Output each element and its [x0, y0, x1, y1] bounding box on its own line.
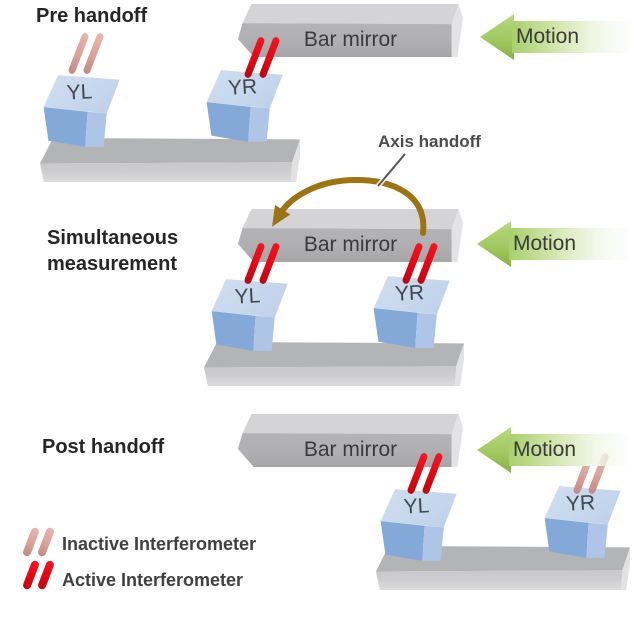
section-label-simultaneous-measurement: Simultaneous measurement: [47, 227, 179, 275]
unit-label: YL: [66, 80, 93, 105]
arrow-body: Motion: [512, 21, 634, 53]
cube-side-face: [415, 312, 437, 348]
yr-unit: YR: [372, 273, 452, 351]
bar-top-face: [242, 414, 459, 435]
cube-side-face: [85, 111, 107, 147]
arrow-body: Motion: [509, 434, 631, 466]
legend-active-beams-icon: [21, 559, 62, 600]
bar-end-face: [451, 4, 463, 57]
active-interferometer-beams-icon: [243, 242, 286, 288]
cube-side-face: [586, 522, 608, 558]
cube-front-face: [373, 308, 418, 348]
handoff-arc-icon: [272, 152, 427, 236]
cube-side-face: [248, 106, 270, 142]
yl-unit: YL: [42, 72, 122, 150]
motion-arrow: Motion: [477, 427, 631, 473]
active-interferometer-beams-icon: [406, 452, 449, 498]
arrow-body: Motion: [509, 228, 631, 260]
stage-platform: [40, 138, 300, 182]
cube-top-face: [373, 276, 450, 315]
stage-front-face: [376, 570, 623, 590]
cube-top-face: [544, 486, 621, 525]
arrow-head-icon: [477, 221, 511, 267]
annotation-pointer-line: [377, 153, 406, 187]
handoff-arc-path: [272, 176, 427, 236]
stage-front-face: [204, 366, 457, 386]
cube-front-face: [206, 102, 251, 142]
stage-end-face: [454, 343, 464, 386]
cube-top-face: [380, 489, 457, 528]
section-label-pre-handoff: Pre handoff: [36, 5, 148, 27]
cube-front-face: [544, 518, 589, 558]
motion-label: Motion: [513, 232, 577, 255]
cube-front-face: [43, 107, 88, 147]
legend-label-active: Active Interferometer: [62, 570, 244, 590]
arrow-head-icon: [480, 14, 514, 60]
yr-unit: YR: [543, 483, 623, 561]
cube-side-face: [422, 525, 444, 561]
bar-end-face: [451, 414, 463, 467]
stage-end-face: [290, 139, 300, 182]
stage-end-face: [621, 547, 630, 590]
beam-bar: [36, 526, 56, 558]
bar-top-face: [242, 209, 459, 230]
cube-top-face: [211, 279, 288, 318]
cube-front-face: [211, 311, 256, 351]
stage-front-face: [40, 162, 293, 182]
bar-mirror-label: Bar mirror: [303, 233, 398, 257]
motion-label: Motion: [513, 438, 577, 461]
cube-side-face: [253, 315, 275, 351]
yl-unit: YL: [379, 486, 459, 564]
cube-front-face: [380, 521, 425, 561]
beam-bar: [36, 559, 56, 591]
active-interferometer-beams-icon: [401, 242, 444, 288]
inactive-interferometer-beams-icon: [67, 32, 110, 78]
motion-arrow: Motion: [477, 221, 631, 267]
motion-label: Motion: [516, 25, 580, 48]
active-interferometer-beams-icon: [243, 36, 286, 82]
motion-arrow: Motion: [480, 14, 634, 60]
cube-top-face: [43, 75, 120, 114]
arrow-head-icon: [477, 427, 511, 473]
bar-end-face: [451, 209, 463, 262]
bar-mirror-label: Bar mirror: [303, 28, 398, 52]
bar-mirror: Bar mirror: [238, 414, 463, 467]
bar-front-face: [238, 433, 452, 467]
yl-unit: YL: [210, 276, 290, 354]
legend-label-inactive: Inactive Interferometer: [62, 534, 257, 554]
bar-mirror-label: Bar mirror: [303, 438, 398, 462]
section-label-post-handoff: Post handoff: [42, 436, 165, 458]
axis-handoff-annotation: Axis handoff: [378, 132, 481, 151]
bar-top-face: [242, 4, 459, 25]
